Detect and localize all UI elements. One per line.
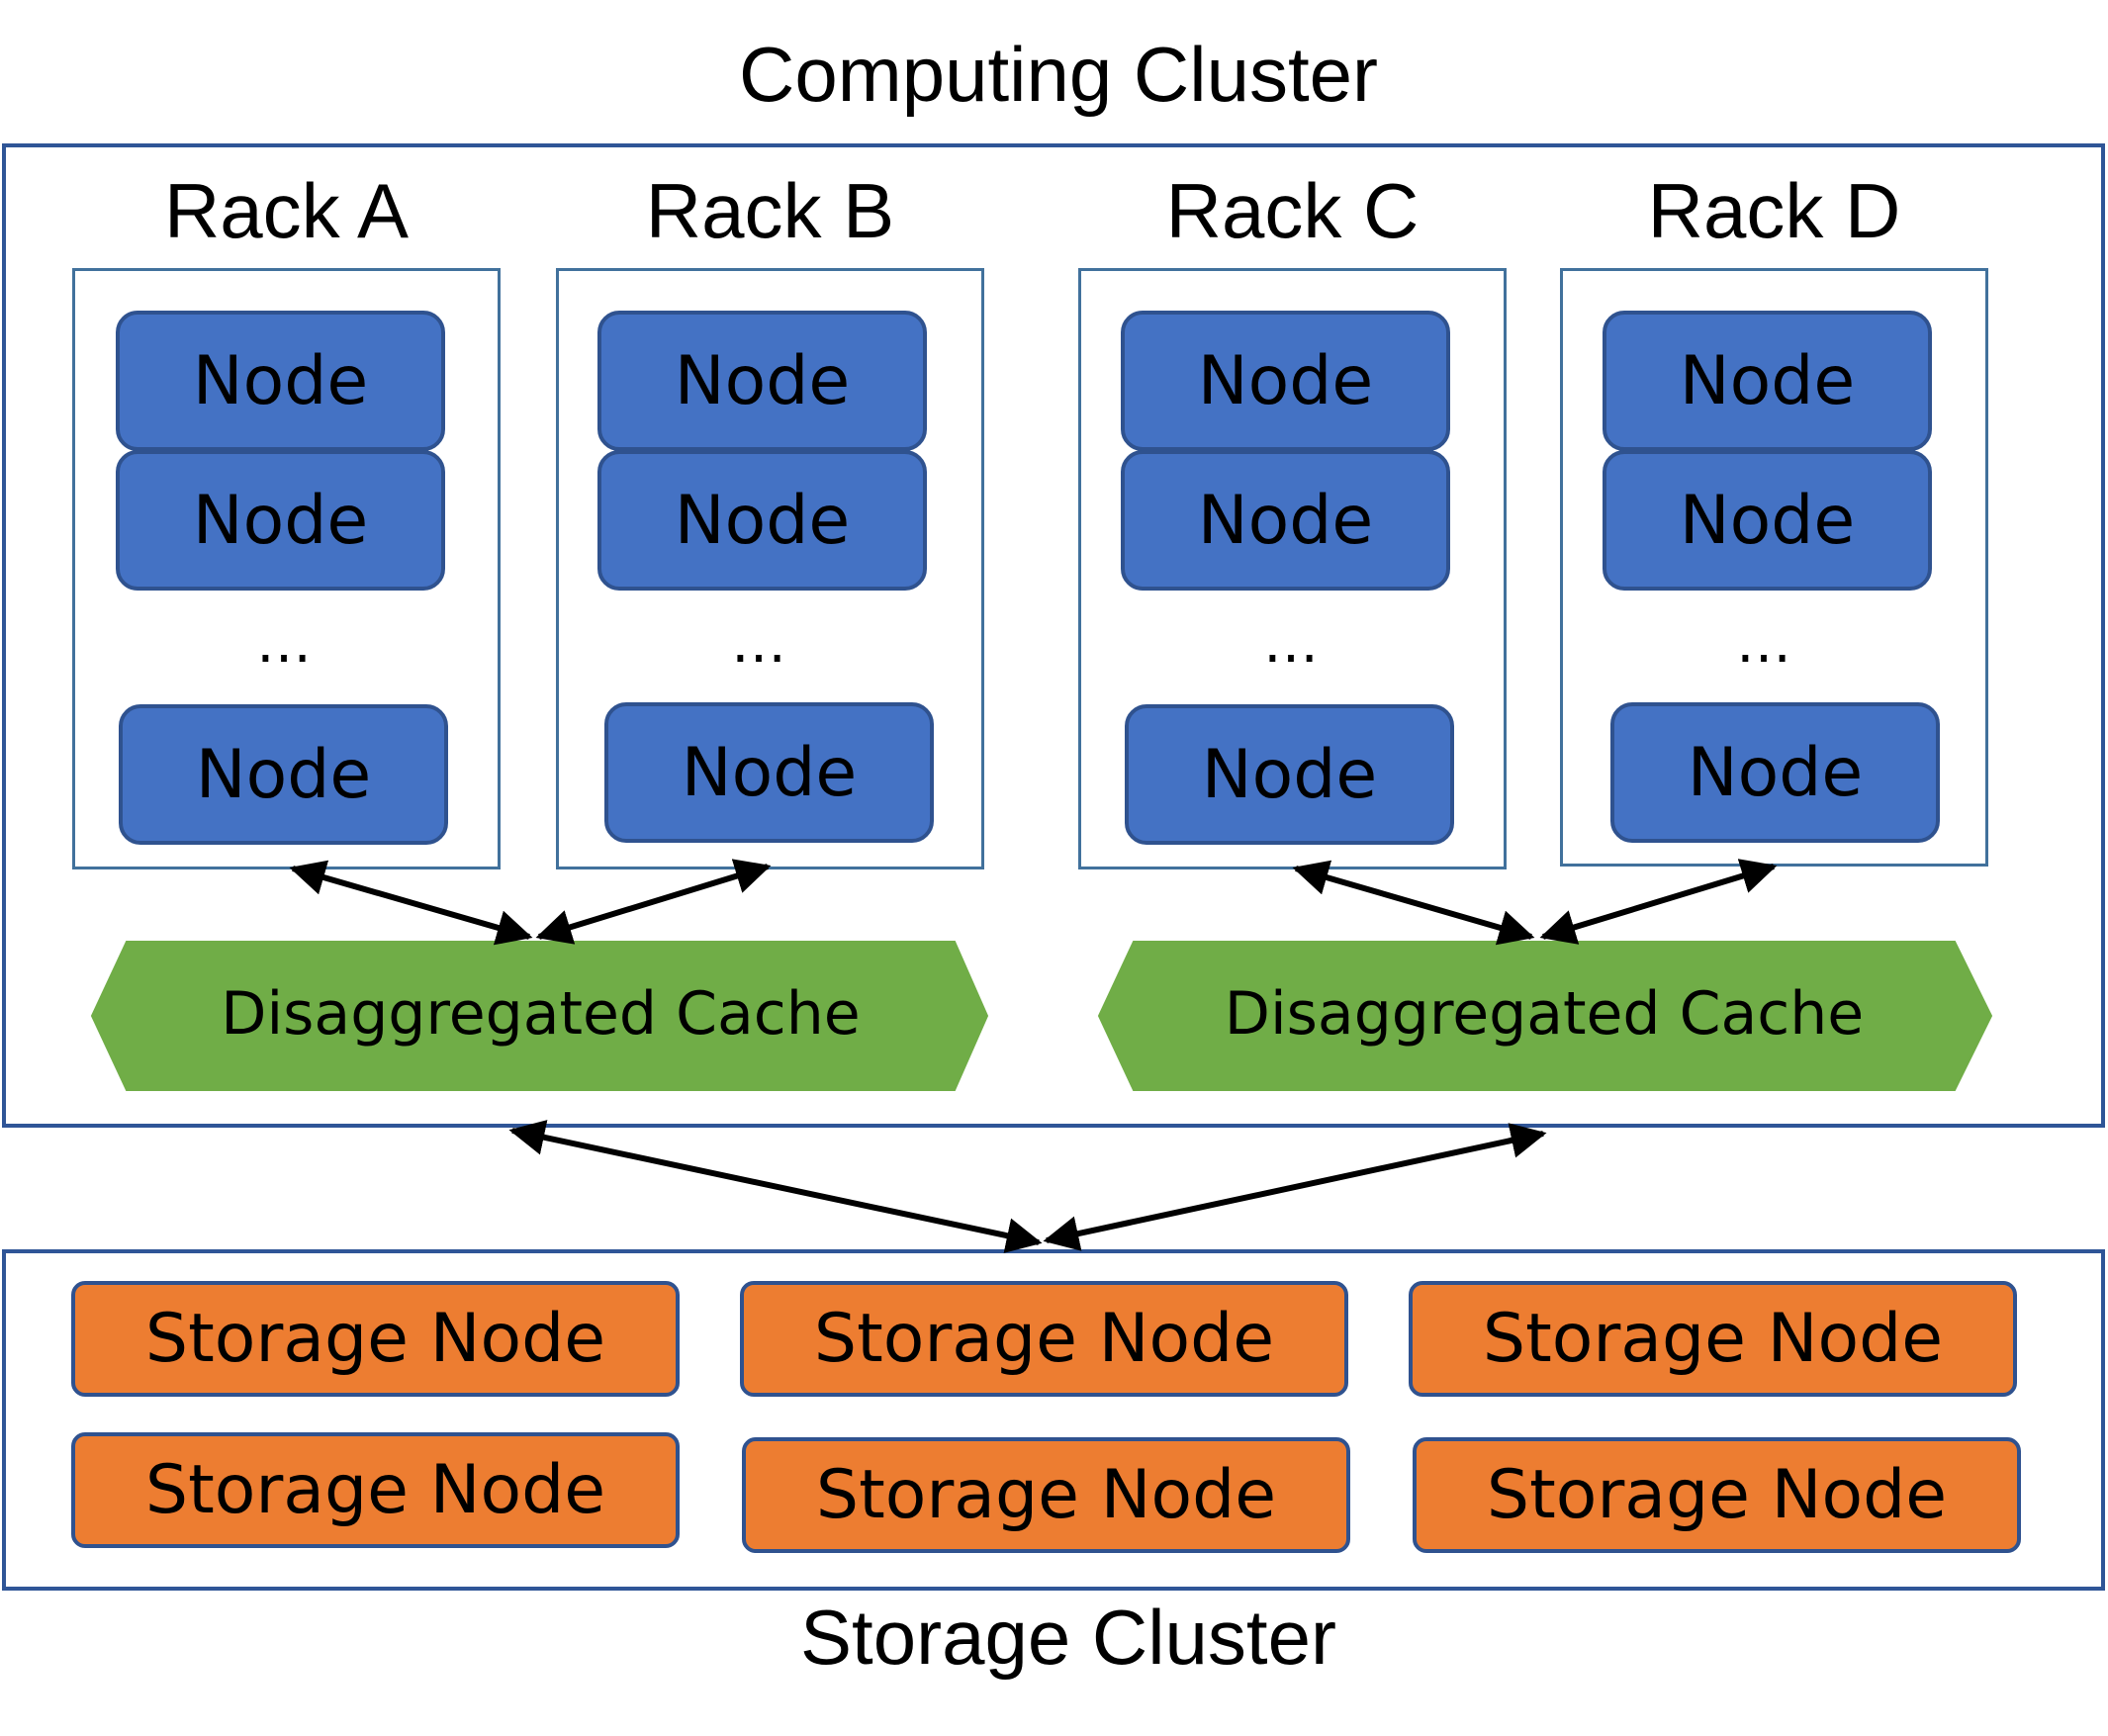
storage-node-3: Storage Node bbox=[1409, 1281, 2017, 1397]
computing-cluster-title: Computing Cluster bbox=[739, 31, 1378, 118]
storage-node-1: Storage Node bbox=[71, 1281, 680, 1397]
rack-d-node-1: Node bbox=[1603, 311, 1932, 451]
rack-c-ellipsis: … bbox=[1263, 611, 1325, 676]
rack-b-node-1: Node bbox=[597, 311, 927, 451]
rack-c-label: Rack C bbox=[1165, 167, 1420, 254]
rack-c-node-last: Node bbox=[1125, 704, 1454, 845]
cache-left-label: Disaggregated Cache bbox=[221, 979, 861, 1049]
rack-a-node-1: Node bbox=[116, 311, 445, 451]
rack-a-node-last: Node bbox=[119, 704, 448, 845]
storage-cluster-title: Storage Cluster bbox=[800, 1594, 1336, 1681]
rack-b-node-last: Node bbox=[604, 702, 934, 843]
rack-b-node-2: Node bbox=[597, 450, 927, 591]
rack-c-node-2: Node bbox=[1121, 450, 1450, 591]
arrow-rack-c-cache bbox=[1292, 860, 1535, 946]
rack-a-ellipsis: … bbox=[256, 611, 318, 676]
rack-b-ellipsis: … bbox=[731, 611, 792, 676]
rack-d-label: Rack D bbox=[1647, 167, 1901, 254]
rack-a-label: Rack A bbox=[163, 167, 410, 254]
storage-node-5: Storage Node bbox=[742, 1437, 1350, 1553]
storage-node-6: Storage Node bbox=[1413, 1437, 2021, 1553]
storage-node-4: Storage Node bbox=[71, 1432, 680, 1548]
rack-a-node-2: Node bbox=[116, 450, 445, 591]
arrow-rack-a-cache bbox=[289, 860, 533, 946]
arrow-compute-storage-left bbox=[508, 1120, 1043, 1253]
rack-d-ellipsis: … bbox=[1736, 611, 1797, 676]
cache-right-shape bbox=[1097, 941, 1993, 1091]
cache-right-label: Disaggregated Cache bbox=[1224, 979, 1865, 1049]
cache-left-shape bbox=[90, 941, 989, 1091]
arrow-rack-b-cache bbox=[535, 859, 772, 945]
rack-d-node-2: Node bbox=[1603, 450, 1932, 591]
rack-d-node-last: Node bbox=[1610, 702, 1940, 843]
arrow-rack-d-cache bbox=[1539, 859, 1778, 945]
arrow-compute-storage-right bbox=[1043, 1123, 1547, 1251]
rack-b-label: Rack B bbox=[645, 167, 895, 254]
rack-c-node-1: Node bbox=[1121, 311, 1450, 451]
storage-node-2: Storage Node bbox=[740, 1281, 1348, 1397]
